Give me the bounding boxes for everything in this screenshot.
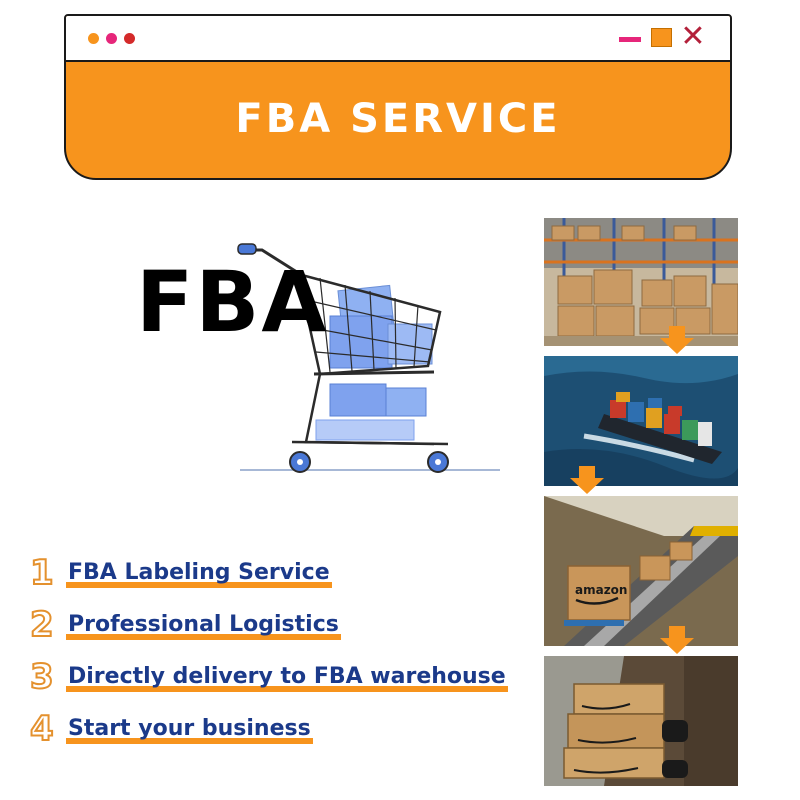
- conveyor-photo: amazon: [544, 496, 738, 646]
- window-titlebar: ✕: [66, 16, 730, 62]
- shopping-cart-icon: [237, 243, 500, 473]
- feature-number: 1: [29, 553, 55, 593]
- maximize-icon[interactable]: [651, 28, 672, 47]
- window-dot-pink[interactable]: [106, 33, 117, 44]
- arrow-down-icon: [570, 466, 604, 494]
- cargo-ship-photo: [544, 356, 738, 486]
- feature-label: Professional Logistics: [66, 612, 341, 640]
- window-dot-red[interactable]: [124, 33, 135, 44]
- fba-hero-label: FBA: [136, 253, 329, 351]
- list-item: 1 FBA Labeling Service: [29, 552, 520, 604]
- feature-number: 3: [29, 657, 55, 697]
- close-icon[interactable]: ✕: [680, 19, 706, 54]
- feature-number: 2: [29, 605, 55, 645]
- list-item: 2 Professional Logistics: [29, 604, 520, 656]
- feature-number: 4: [29, 709, 55, 749]
- service-window: ✕ FBA SERVICE: [64, 14, 732, 180]
- feature-list: 1 FBA Labeling Service 2 Professional Lo…: [29, 552, 520, 760]
- delivery-courier-photo: [544, 656, 738, 786]
- minimize-icon[interactable]: [619, 37, 641, 42]
- page-title: FBA SERVICE: [235, 96, 561, 142]
- window-dot-orange[interactable]: [88, 33, 99, 44]
- list-item: 4 Start your business: [29, 708, 520, 760]
- feature-label: Directly delivery to FBA warehouse: [66, 664, 508, 692]
- warehouse-photo: [544, 218, 738, 346]
- arrow-down-icon: [660, 326, 694, 354]
- package-brand-text: amazon: [575, 583, 627, 597]
- feature-label: Start your business: [66, 716, 313, 744]
- feature-label: FBA Labeling Service: [66, 560, 332, 588]
- list-item: 3 Directly delivery to FBA warehouse: [29, 656, 520, 708]
- arrow-down-icon: [660, 626, 694, 654]
